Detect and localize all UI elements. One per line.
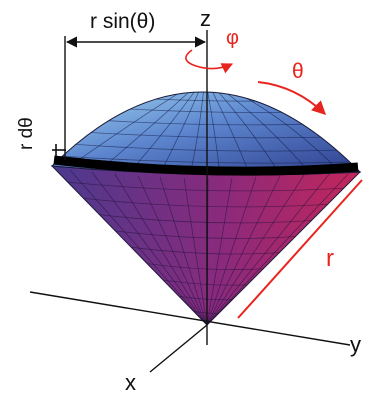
axes: [29, 30, 351, 373]
phi-label: φ: [226, 27, 239, 49]
spherical-cap: [50, 91, 362, 176]
x-axis-line: [149, 324, 208, 373]
r-length-line: [237, 179, 363, 319]
y-axis-label: y: [350, 332, 361, 357]
phi-rotation-arrow: [185, 49, 234, 74]
theta-label: θ: [292, 60, 304, 83]
r-sin-theta-dimension: [64, 36, 207, 160]
r-dtheta-marker: [52, 144, 66, 156]
cone-surface: [50, 165, 362, 326]
r-dtheta-label: r dθ: [16, 117, 37, 150]
x-axis-label: x: [125, 370, 136, 395]
ring-band: [53, 155, 359, 176]
r-sin-theta-label: r sin(θ): [90, 10, 155, 33]
cone-mesh: [65, 169, 351, 325]
r-length-label: r: [326, 245, 334, 272]
cap-mesh: [59, 91, 353, 175]
z-axis-label: z: [200, 6, 211, 31]
theta-arc-arrow: [257, 81, 327, 115]
y-axis-line: [29, 291, 351, 346]
